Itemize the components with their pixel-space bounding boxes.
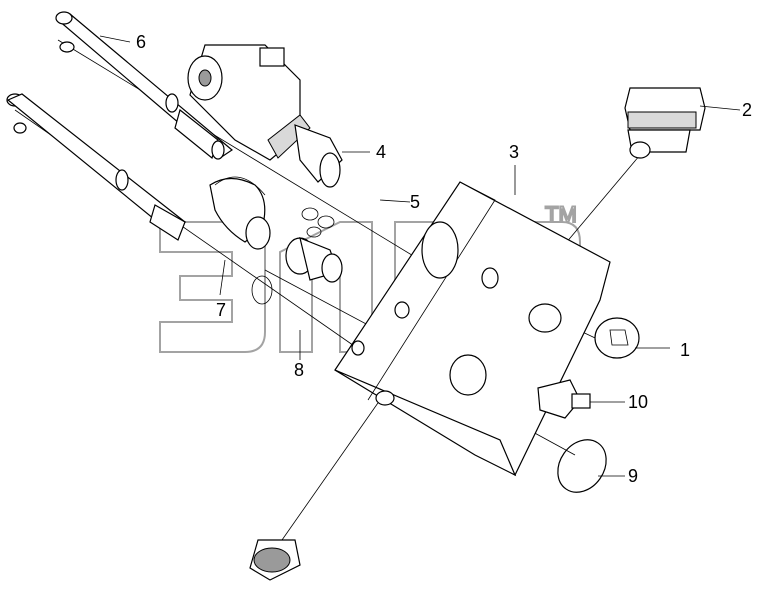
leader-lines bbox=[99, 35, 741, 477]
callout-1: 1 bbox=[680, 340, 690, 360]
part-7-chain-cap bbox=[209, 176, 271, 250]
part-8-fitting bbox=[251, 237, 343, 305]
part-1-plug bbox=[594, 317, 640, 359]
callout-5: 5 bbox=[410, 192, 420, 212]
part-10-fitting bbox=[537, 379, 591, 419]
callout-10: 10 bbox=[628, 392, 648, 412]
part-7-rod bbox=[6, 93, 187, 241]
callout-9: 9 bbox=[628, 466, 638, 486]
callout-6: 6 bbox=[136, 32, 146, 52]
bottom-plug bbox=[249, 539, 301, 581]
part-6-rod bbox=[55, 11, 233, 160]
part-2-fitting bbox=[624, 87, 706, 159]
watermark-tm: TM bbox=[545, 202, 577, 227]
callout-4: 4 bbox=[376, 142, 386, 162]
callout-labels: 1 2 3 4 5 6 7 8 9 10 bbox=[136, 32, 752, 486]
part-9-oring bbox=[557, 439, 607, 493]
callout-2: 2 bbox=[742, 100, 752, 120]
callout-8: 8 bbox=[294, 360, 304, 380]
callout-7: 7 bbox=[216, 300, 226, 320]
callout-3: 3 bbox=[509, 142, 519, 162]
part-5-orings bbox=[301, 207, 335, 238]
part-4-solenoid bbox=[187, 44, 343, 188]
